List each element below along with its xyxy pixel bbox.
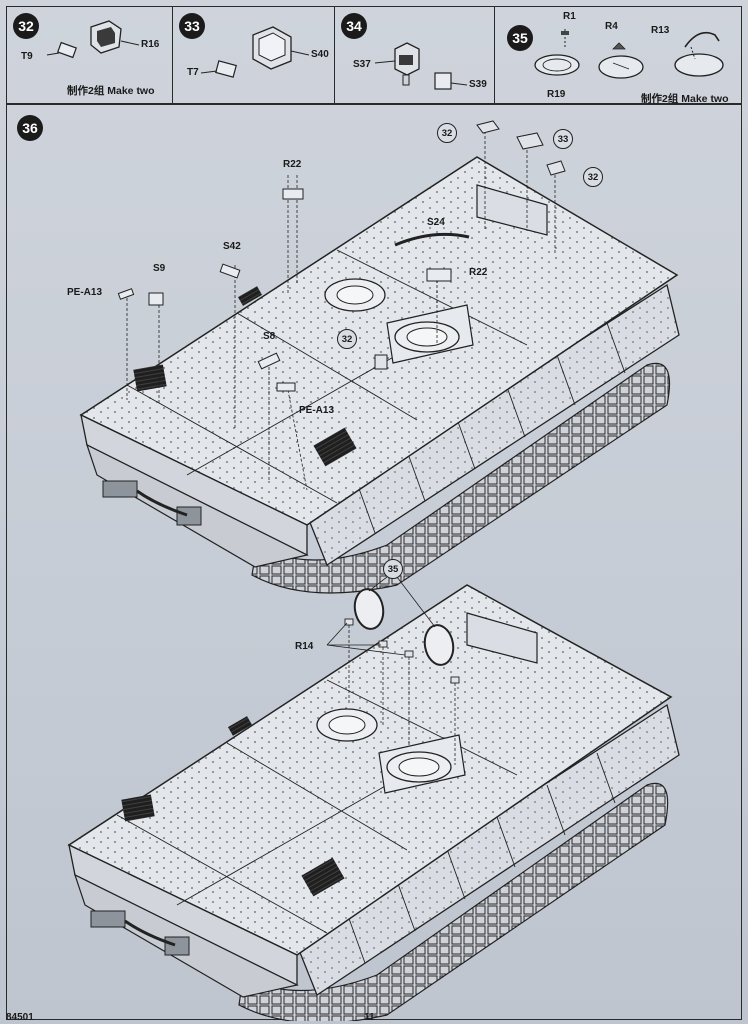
- step-35-cell: 35 R1 R4 R13 R19 制作2组 Make two: [495, 7, 743, 105]
- step-33-cell: 33 T7 S40: [173, 7, 335, 105]
- part-label-r19: R19: [547, 89, 566, 100]
- steps-row: 32 T9 R16 制作2组 Make two 33 T7: [6, 6, 743, 105]
- part-label-s40: S40: [311, 49, 329, 60]
- step-34-badge: 34: [341, 13, 367, 39]
- step-33-badge: 33: [179, 13, 205, 39]
- part-label-r14: R14: [295, 641, 314, 652]
- callout-step-32-b: 32: [583, 167, 603, 187]
- step-32-badge: 32: [13, 13, 39, 39]
- step-36-panel: 36: [6, 104, 742, 1021]
- part-label-r13: R13: [651, 25, 670, 36]
- part-label-pe-a13-right: PE-A13: [299, 405, 335, 416]
- vehicle-assembly-drawing: [67, 120, 680, 1021]
- part-label-s37: S37: [353, 59, 371, 70]
- part-label-s8: S8: [263, 331, 276, 342]
- part-label-pe-a13-left: PE-A13: [67, 287, 103, 298]
- step-35-drawing: [534, 29, 724, 79]
- footer-page-number: 11: [364, 1012, 375, 1023]
- part-label-s42: S42: [223, 241, 241, 252]
- footer-model-number: 84501: [6, 1012, 34, 1023]
- part-label-r22-top: R22: [283, 159, 302, 170]
- part-label-r4: R4: [605, 21, 618, 32]
- step-32-cell: 32 T9 R16 制作2组 Make two: [7, 7, 173, 105]
- step-32-drawing: [46, 20, 140, 59]
- part-label-r22-mid: R22: [469, 267, 488, 278]
- part-label-r1: R1: [563, 11, 576, 22]
- make-two-note-35: 制作2组 Make two: [641, 93, 729, 105]
- part-label-s24: S24: [427, 217, 445, 228]
- upper-vehicle: [79, 120, 680, 594]
- step-35-badge: 35: [507, 25, 533, 51]
- step-34-drawing: [374, 42, 468, 90]
- part-label-s9: S9: [153, 263, 166, 274]
- callout-step-32-a: 32: [437, 123, 457, 143]
- part-label-r16: R16: [141, 39, 160, 50]
- callout-step-35: 35: [383, 559, 403, 579]
- make-two-note: 制作2组 Make two: [67, 85, 155, 97]
- callout-step-33: 33: [553, 129, 573, 149]
- step-36-badge: 36: [17, 115, 43, 141]
- lower-vehicle: [67, 576, 680, 1021]
- callout-step-32-c: 32: [337, 329, 357, 349]
- step-34-cell: 34 S37 S39: [335, 7, 495, 105]
- part-label-t9: T9: [21, 51, 33, 62]
- part-label-s39: S39: [469, 79, 487, 90]
- part-label-t7: T7: [187, 67, 199, 78]
- step-33-drawing: [200, 26, 310, 78]
